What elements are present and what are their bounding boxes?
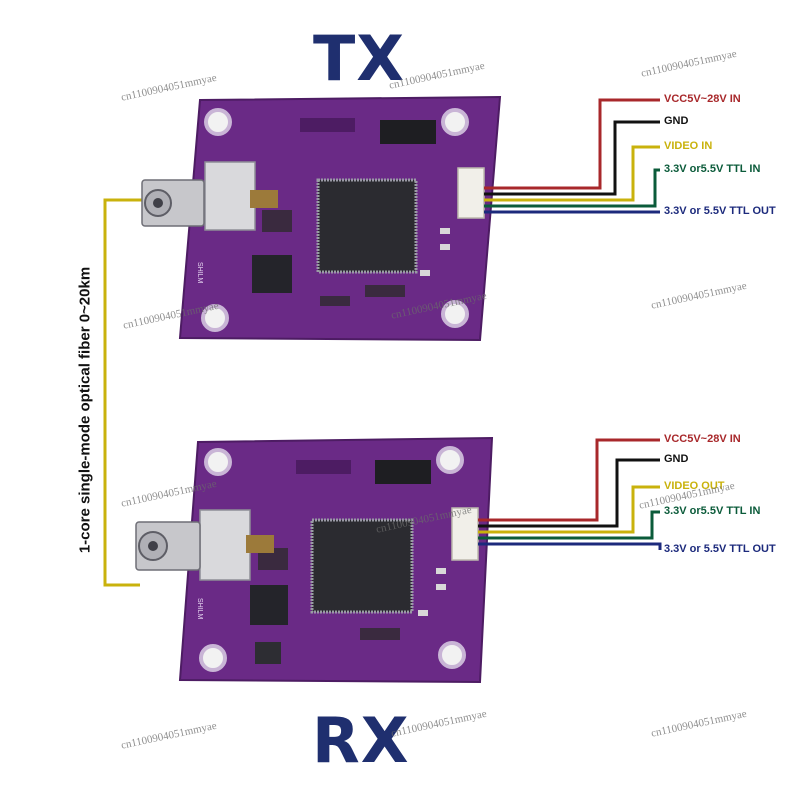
tx-optical-module bbox=[204, 161, 256, 231]
tx-mount-hole-br bbox=[441, 300, 469, 328]
tx-title: TX bbox=[313, 22, 406, 95]
rx-pin-gnd-label: GND bbox=[664, 453, 689, 465]
tx-silkscreen-label: SHILM bbox=[196, 262, 203, 284]
fiber-line bbox=[103, 198, 142, 587]
rx-pin-ttl-out-label: 3.3V or 5.5V TTL OUT bbox=[664, 543, 776, 555]
rx-silkscreen-label: SHILM bbox=[196, 598, 203, 620]
rx-main-chip bbox=[310, 518, 414, 614]
tx-connector bbox=[457, 167, 485, 219]
tx-pin-gnd-label: GND bbox=[664, 115, 689, 127]
rx-wires bbox=[478, 438, 662, 550]
tx-mount-hole-bl bbox=[201, 304, 229, 332]
rx-mount-hole-br bbox=[438, 641, 466, 669]
tx-pin-vcc-label: VCC5V~28V IN bbox=[664, 93, 741, 105]
rx-mount-hole-bl bbox=[199, 644, 227, 672]
fiber-label: 1-core single-mode optical fiber 0~20km bbox=[76, 266, 94, 554]
rx-pin-vcc-label: VCC5V~28V IN bbox=[664, 433, 741, 445]
rx-pin-ttl-in-label: 3.3V or5.5V TTL IN bbox=[664, 505, 761, 517]
tx-board: SHILM bbox=[141, 95, 502, 342]
rx-pin-video-label: VIDEO OUT bbox=[664, 480, 725, 492]
tx-pin-video-label: VIDEO IN bbox=[664, 140, 713, 152]
tx-pin-ttl-in-label: 3.3V or5.5V TTL IN bbox=[664, 163, 761, 175]
rx-mount-hole-tr bbox=[436, 446, 464, 474]
tx-wires bbox=[484, 98, 660, 214]
rx-optical-module bbox=[199, 509, 251, 581]
rx-title: RX bbox=[312, 704, 410, 777]
tx-pin-ttl-out-label: 3.3V or 5.5V TTL OUT bbox=[664, 205, 776, 217]
tx-mount-hole-tl bbox=[204, 108, 232, 136]
rx-connector bbox=[451, 507, 479, 561]
rx-board: SHILM bbox=[135, 436, 494, 684]
rx-mount-hole-tl bbox=[204, 448, 232, 476]
tx-main-chip bbox=[316, 178, 418, 274]
tx-mount-hole-tr bbox=[441, 108, 469, 136]
